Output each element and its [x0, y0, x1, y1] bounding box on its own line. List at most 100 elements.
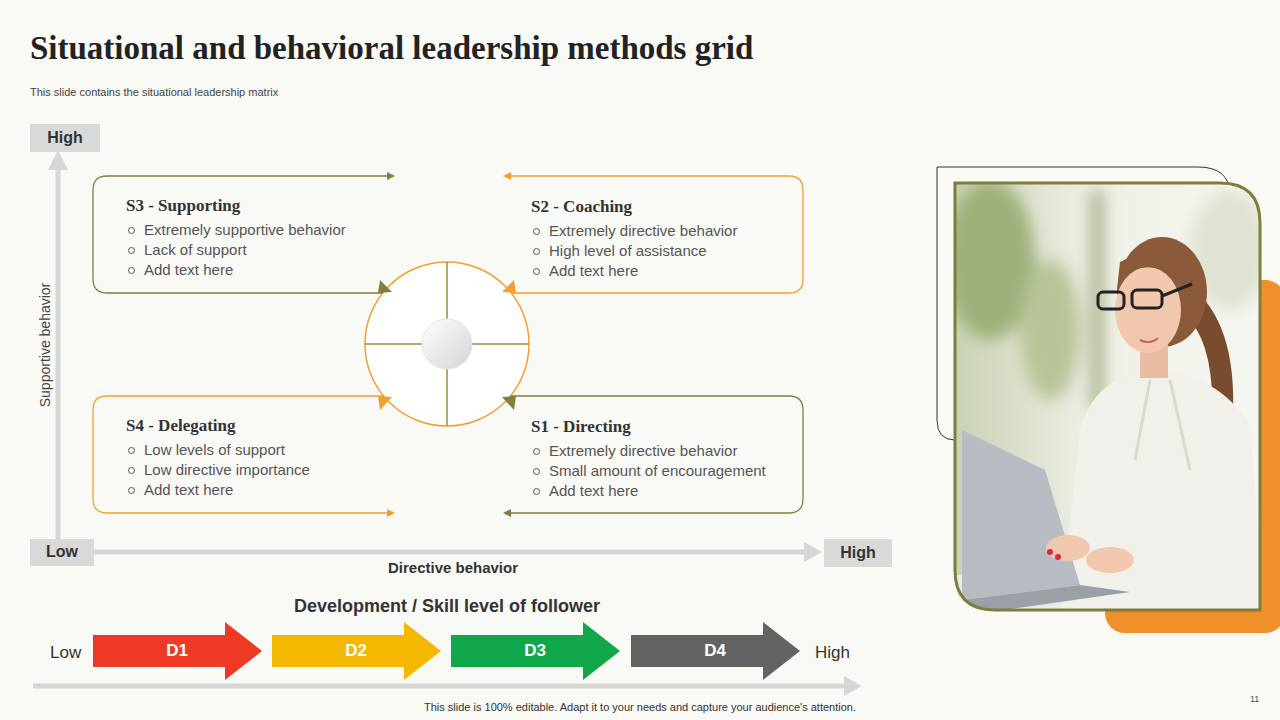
glasses-arm: [1162, 284, 1192, 296]
bullet-marker: [533, 248, 540, 255]
box-heading: S3 - Supporting: [126, 196, 346, 216]
circle-hub: [422, 319, 472, 369]
bullet-marker: [128, 267, 135, 274]
arrow-body: [631, 622, 800, 680]
bullet-text: High level of assistance: [549, 242, 707, 259]
box-content: S1 - DirectingExtremely directive behavi…: [531, 417, 766, 501]
glasses: [1098, 292, 1124, 309]
arrow-body: [93, 622, 262, 680]
nail: [1055, 554, 1061, 560]
stage-label: D4: [635, 640, 795, 662]
stage-label: D1: [97, 640, 257, 662]
bullet-marker: [128, 227, 135, 234]
y-axis: [56, 160, 61, 540]
bullet-marker: [533, 488, 540, 495]
axis-title: Directive behavior: [388, 559, 518, 576]
y-axis-head: [48, 150, 68, 170]
bullet-row: Low directive importance: [126, 460, 310, 480]
axis-tag: High: [824, 539, 892, 567]
line-arrowhead: [503, 172, 511, 180]
bullet-row: Add text here: [531, 481, 766, 501]
footer-note: This slide is 100% editable. Adapt it to…: [424, 701, 856, 713]
laptop-base: [962, 585, 1130, 612]
fringe: [1118, 252, 1192, 290]
bullet-marker: [128, 467, 135, 474]
line-arrowhead: [387, 509, 395, 517]
scale-end: Low: [50, 643, 81, 663]
development-arrow: D1: [93, 622, 262, 680]
blazer: [1060, 372, 1265, 615]
development-arrow: D2: [272, 622, 441, 680]
corner-triangle: [378, 396, 392, 410]
photo-frame: [955, 183, 1260, 610]
box-border: [509, 176, 803, 293]
photo: [945, 180, 1270, 615]
greenery: [1020, 260, 1080, 400]
bullet-row: Small amount of encouragement: [531, 461, 766, 481]
x-axis-head: [804, 542, 822, 562]
box-heading: S4 - Delegating: [126, 416, 310, 436]
axis-tag-text: Low: [30, 543, 94, 561]
slide-subtitle: This slide contains the situational lead…: [30, 86, 278, 98]
page-number: 11: [1250, 694, 1259, 704]
bullet-marker: [128, 247, 135, 254]
bullet-text: Extremely supportive behavior: [144, 221, 346, 238]
box-border: [509, 396, 803, 513]
x-axis: [82, 550, 808, 555]
bullet-marker: [533, 268, 540, 275]
stage-label: D3: [455, 640, 615, 662]
development-arrow: D4: [631, 622, 800, 680]
bullet-marker: [533, 228, 540, 235]
bullet-row: Add text here: [126, 260, 346, 280]
box-border: [93, 176, 389, 293]
scale-end: High: [815, 643, 850, 663]
scale-title: Development / Skill level of follower: [294, 596, 600, 617]
center-circle: [365, 262, 529, 426]
laptop: [962, 430, 1080, 600]
bullet-marker: [533, 448, 540, 455]
bullet-text: Add text here: [144, 261, 233, 278]
bullet-row: High level of assistance: [531, 241, 737, 261]
axis-tag: Low: [30, 539, 94, 566]
bullet-row: Add text here: [126, 480, 310, 500]
box-heading: S1 - Directing: [531, 417, 766, 437]
axis-tag: High: [30, 124, 100, 152]
glasses: [1132, 290, 1162, 308]
bullet-row: Extremely directive behavior: [531, 221, 737, 241]
lapel: [1135, 380, 1190, 470]
bullet-row: Add text here: [531, 261, 737, 281]
bullet-text: Add text here: [549, 482, 638, 499]
bullet-marker: [533, 468, 540, 475]
arrow-body: [272, 622, 441, 680]
quadrant-box: S4 - DelegatingLow levels of supportLow …: [93, 396, 403, 513]
bullet-row: Extremely supportive behavior: [126, 220, 346, 240]
development-axis-head: [844, 676, 862, 696]
bullet-row: Extremely directive behavior: [531, 441, 766, 461]
quadrant-box: S3 - SupportingExtremely supportive beha…: [93, 176, 403, 293]
development-axis: [33, 684, 846, 689]
axis-title: Supportive behavior: [37, 283, 53, 408]
bullet-text: Low directive importance: [144, 461, 310, 478]
bullet-row: Low levels of support: [126, 440, 310, 460]
box-content: S2 - CoachingExtremely directive behavio…: [531, 197, 737, 281]
mouth: [1140, 338, 1158, 342]
arrow-body: [451, 622, 620, 680]
bullet-marker: [128, 447, 135, 454]
corner-triangle: [502, 396, 516, 410]
hand: [1046, 535, 1090, 561]
development-arrow: D3: [451, 622, 620, 680]
corner-triangle: [378, 280, 392, 293]
box-content: S3 - SupportingExtremely supportive beha…: [126, 196, 346, 280]
box-content: S4 - DelegatingLow levels of supportLow …: [126, 416, 310, 500]
box-border: [93, 396, 389, 513]
bullet-row: Lack of support: [126, 240, 346, 260]
hand: [1086, 547, 1134, 573]
slide-title: Situational and behavioral leadership me…: [30, 30, 753, 67]
axis-tag-text: High: [30, 129, 100, 147]
stage-label: D2: [276, 640, 436, 662]
corner-triangle: [502, 280, 516, 293]
line-arrowhead: [503, 509, 511, 517]
face: [1115, 267, 1181, 353]
